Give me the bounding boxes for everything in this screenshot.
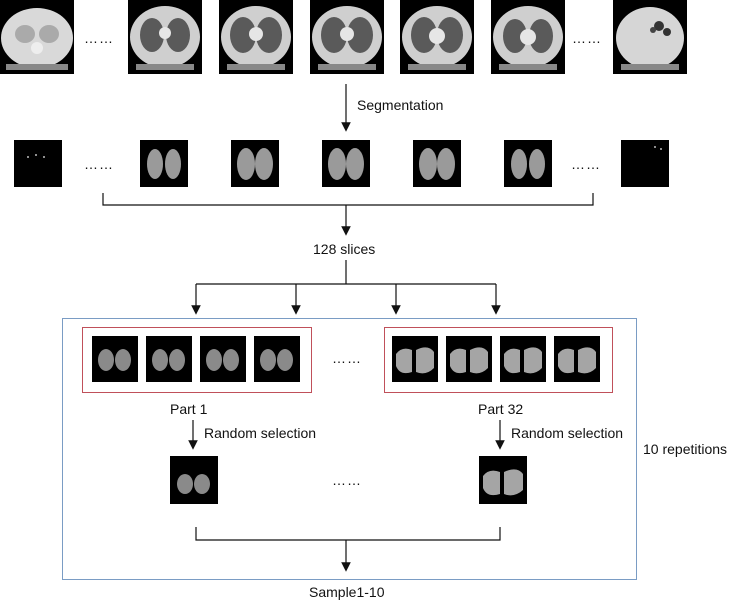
ct-slice-6: [491, 0, 565, 74]
ct-slice-first: [0, 0, 74, 74]
segmentation-label: Segmentation: [357, 97, 444, 113]
segmented-slice-3: [231, 140, 279, 187]
part-1-slice-4: [254, 336, 300, 382]
random-selection-right-label: Random selection: [511, 425, 624, 441]
random-selection-left-label: Random selection: [204, 425, 317, 441]
sample-label: Sample1-10: [309, 584, 385, 600]
part-32-slice-3: [500, 336, 546, 382]
ellipsis-parts: ……: [332, 350, 362, 366]
ct-slice-2: [128, 0, 202, 74]
part-32-frame: [384, 327, 613, 393]
selected-slice-part-32: [479, 456, 527, 504]
part-1-slice-2: [146, 336, 192, 382]
segmented-slice-last: [621, 140, 669, 187]
part-32-label: Part 32: [478, 401, 524, 417]
part-1-label: Part 1: [170, 401, 208, 417]
slices-count-label: 128 slices: [313, 241, 376, 257]
selected-slice-part-1: [170, 456, 218, 504]
ellipsis-mid-left: ……: [84, 156, 114, 172]
ellipsis-top-left: ……: [84, 30, 114, 46]
part-1-slice-3: [200, 336, 246, 382]
ct-slice-4: [310, 0, 384, 74]
part-1-frame: [82, 327, 312, 393]
segmented-slice-6: [504, 140, 552, 187]
segmented-slice-4: [322, 140, 370, 187]
ct-slice-3: [219, 0, 293, 74]
ellipsis-selected: ……: [332, 472, 362, 488]
segmented-slice-first: [14, 140, 62, 187]
part-1-slice-1: [92, 336, 138, 382]
ct-slice-5: [400, 0, 474, 74]
ct-slice-last: [613, 0, 687, 74]
part-32-slice-2: [446, 336, 492, 382]
repetitions-label: 10 repetitions: [643, 441, 728, 457]
segmented-slice-2: [140, 140, 188, 187]
ellipsis-top-right: ……: [572, 30, 602, 46]
repetition-frame: [62, 318, 637, 580]
part-32-slice-1: [392, 336, 438, 382]
part-32-slice-4: [554, 336, 600, 382]
ellipsis-mid-right: ……: [571, 156, 601, 172]
segmented-slice-5: [413, 140, 461, 187]
